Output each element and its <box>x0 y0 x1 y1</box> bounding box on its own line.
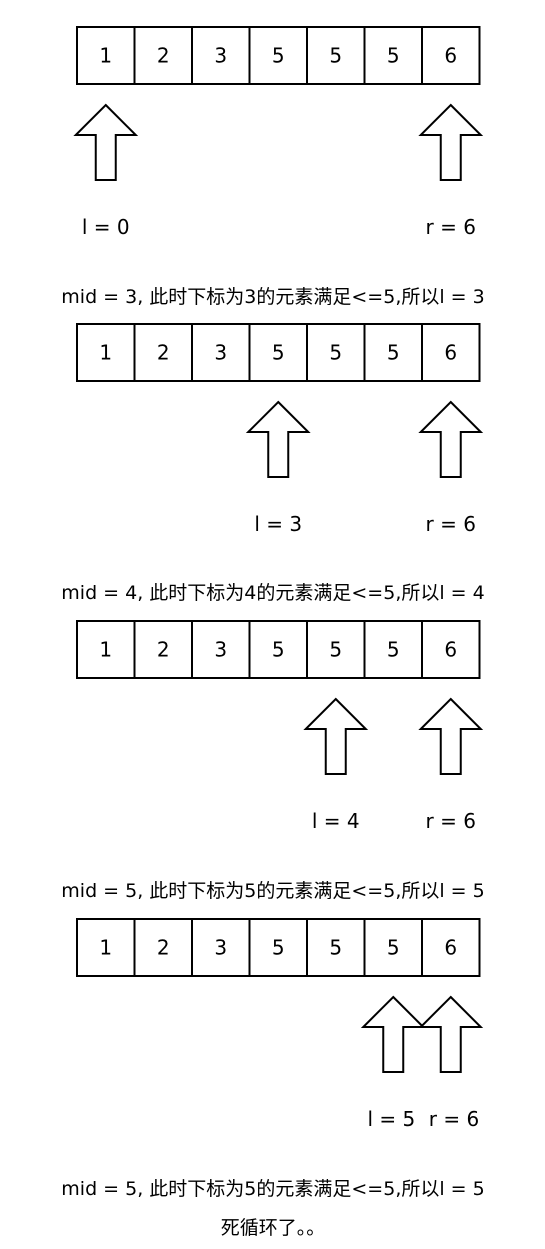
array-cell-value: 5 <box>387 341 400 365</box>
array-cell-value: 1 <box>99 44 112 68</box>
array-cell <box>191 323 251 382</box>
step-caption: mid = 4, 此时下标为4的元素满足<=5,所以l = 4 <box>61 582 484 604</box>
array-cell <box>306 620 366 679</box>
array-cell-value: 5 <box>329 638 342 662</box>
array-cell-value: 5 <box>329 936 342 960</box>
pointer-label: l = 0 <box>82 215 130 239</box>
array-cell <box>76 26 136 85</box>
array-cell-value: 2 <box>157 638 170 662</box>
array-cell <box>133 918 193 977</box>
up-arrow-icon <box>245 400 311 478</box>
array-cell <box>76 323 136 382</box>
array-cell-value: 2 <box>157 44 170 68</box>
pointer-label: r = 6 <box>426 215 476 239</box>
array-cell <box>363 323 423 382</box>
array-cell-value: 2 <box>157 936 170 960</box>
array-cell-value: 3 <box>214 44 227 68</box>
footer-caption: mid = 5, 此时下标为5的元素满足<=5,所以l = 5 <box>61 1178 484 1200</box>
array-cell <box>421 918 481 977</box>
array-cell <box>421 26 481 85</box>
array-cell-value: 5 <box>272 936 285 960</box>
array-cell <box>306 323 366 382</box>
footer-conclusion: 死循环了。。 <box>221 1217 326 1239</box>
pointer-label: l = 3 <box>254 512 302 536</box>
array-cell-value: 5 <box>387 638 400 662</box>
up-arrow-icon <box>418 697 484 775</box>
array-cell-value: 5 <box>387 936 400 960</box>
array-cell-value: 3 <box>214 341 227 365</box>
array-cell-value: 5 <box>272 638 285 662</box>
pointer-label: l = 4 <box>312 809 360 833</box>
array-cell-value: 5 <box>387 44 400 68</box>
array-cell <box>421 323 481 382</box>
array-cell <box>76 918 136 977</box>
array-cell-value: 6 <box>444 638 457 662</box>
array-cell <box>363 620 423 679</box>
array-cell <box>421 620 481 679</box>
array-cell <box>133 26 193 85</box>
array-cell <box>363 26 423 85</box>
array-cell-value: 5 <box>272 44 285 68</box>
array-cell-value: 3 <box>214 936 227 960</box>
pointer-label: l = 5 <box>367 1107 415 1131</box>
up-arrow-icon <box>360 995 426 1073</box>
array-cell <box>363 918 423 977</box>
array-cell <box>191 26 251 85</box>
array-cell <box>191 620 251 679</box>
array-cell <box>133 620 193 679</box>
step-caption: mid = 3, 此时下标为3的元素满足<=5,所以l = 3 <box>61 286 484 308</box>
up-arrow-icon <box>73 103 139 181</box>
up-arrow-icon <box>418 103 484 181</box>
array-cell <box>133 323 193 382</box>
array-cell-value: 2 <box>157 341 170 365</box>
pointer-label: r = 6 <box>429 1107 479 1131</box>
array-cell-value: 6 <box>444 936 457 960</box>
array-cell-value: 6 <box>444 341 457 365</box>
pointer-label: r = 6 <box>426 512 476 536</box>
array-cell <box>306 26 366 85</box>
array-cell-value: 1 <box>99 936 112 960</box>
array-cell-value: 5 <box>329 341 342 365</box>
array-cell-value: 5 <box>272 341 285 365</box>
up-arrow-icon <box>418 400 484 478</box>
array-cell-value: 3 <box>214 638 227 662</box>
step-caption: mid = 5, 此时下标为5的元素满足<=5,所以l = 5 <box>61 880 484 902</box>
up-arrow-icon <box>418 995 484 1073</box>
array-cell <box>248 918 308 977</box>
up-arrow-icon <box>303 697 369 775</box>
array-cell-value: 1 <box>99 341 112 365</box>
array-cell-value: 6 <box>444 44 457 68</box>
pointer-label: r = 6 <box>426 809 476 833</box>
array-cell-value: 1 <box>99 638 112 662</box>
array-cell-value: 5 <box>329 44 342 68</box>
